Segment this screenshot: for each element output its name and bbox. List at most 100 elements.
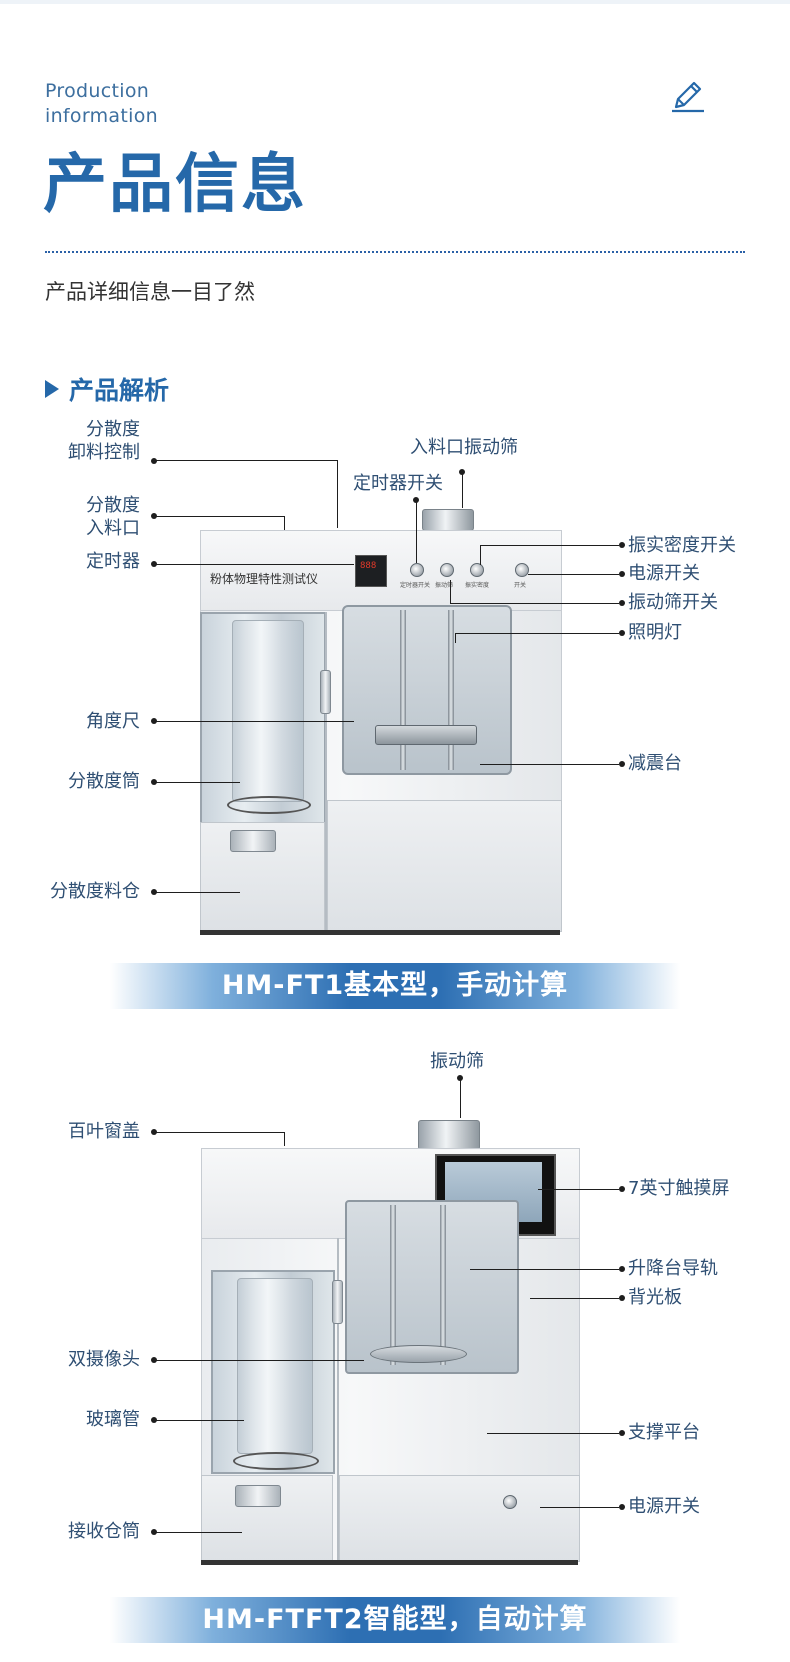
- machine2-rod-2: [440, 1205, 446, 1365]
- m2-line-camera: [154, 1360, 364, 1361]
- machine1-switch-label-2: 振动筛: [435, 582, 454, 589]
- machine1-drawer-handle: [230, 830, 276, 852]
- m1-line-tap-v: [480, 545, 481, 565]
- machine1-timer-display: [355, 555, 387, 587]
- m1-dot-damping: [619, 761, 625, 767]
- triangle-icon: [45, 380, 59, 398]
- machine2-top-sieve: [418, 1120, 480, 1150]
- machine2-banner: HM-FTFT2智能型，自动计算: [110, 1597, 680, 1643]
- m2-label-support-platform: 支撑平台: [628, 1422, 700, 1443]
- m1-line-discharge-v: [337, 460, 338, 528]
- m2-line-backlight: [530, 1298, 619, 1299]
- m1-label-dispersion-bin: 分散度料仓: [50, 881, 140, 902]
- m1-line-light-v: [455, 633, 456, 643]
- m1-label-dispersion-tube: 分散度筒: [68, 771, 140, 792]
- m1-line-discharge-h: [154, 460, 337, 461]
- machine2-support-platform: [370, 1345, 467, 1363]
- m1-line-tap-h: [480, 545, 619, 546]
- m1-line-sieve-v: [450, 580, 451, 603]
- m2-dot-screen: [619, 1186, 625, 1192]
- machine1-cylinder-base: [227, 796, 311, 814]
- m1-dot-sieve-switch: [619, 600, 625, 606]
- machine2-base: [201, 1560, 578, 1565]
- dotted-divider: [45, 251, 745, 253]
- m1-label-damping-table: 减震台: [628, 753, 682, 774]
- m1-line-light-h: [455, 633, 619, 634]
- machine1-illustration: 粉体物理特性测试仪 888 定时器开关 振动筛 振实密度 开关: [190, 500, 575, 940]
- m2-label-lift-rail: 升降台导轨: [628, 1258, 718, 1279]
- m2-dot-backlight: [619, 1295, 625, 1301]
- m2-line-rail: [470, 1269, 619, 1270]
- m2-line-louver-h: [154, 1132, 284, 1133]
- m1-label-angle-ruler: 角度尺: [86, 711, 140, 732]
- machine1-sieve-knob: [440, 563, 454, 577]
- m2-label-backlight: 背光板: [628, 1287, 682, 1308]
- m1-dot-tap: [619, 542, 625, 548]
- machine1-dispersion-cylinder: [232, 620, 304, 802]
- m2-line-sieve: [460, 1078, 461, 1118]
- m1-label-discharge: 分散度 卸料控制: [68, 418, 140, 464]
- section-heading: 产品解析: [45, 371, 169, 407]
- m1-line-timer-switch: [416, 500, 417, 563]
- m2-line-platform: [487, 1433, 619, 1434]
- m1-label-inlet-sieve: 入料口振动筛: [410, 437, 518, 458]
- english-heading-line1: Production: [45, 80, 150, 102]
- m2-label-dual-camera: 双摄像头: [68, 1349, 140, 1370]
- m1-line-angle: [154, 721, 354, 722]
- m1-dot-power: [619, 571, 625, 577]
- machine1-switch-label-1: 定时器开关: [400, 582, 431, 589]
- machine1-right-lower-panel: [327, 800, 562, 932]
- machine2-door-handle: [332, 1280, 343, 1324]
- machine1-damping-table: [375, 725, 477, 745]
- machine2-right-lower-panel: [339, 1475, 580, 1562]
- m2-label-sieve: 振动筛: [430, 1051, 484, 1072]
- m2-line-glass: [154, 1420, 244, 1421]
- m1-line-inlet-sieve: [462, 472, 463, 508]
- m1-label-inlet-line2: 入料口: [86, 518, 140, 539]
- m2-label-receiving-tube: 接收仓筒: [68, 1521, 140, 1542]
- machine1-switch-label-4: 开关: [514, 582, 527, 589]
- machine1-rod-2: [448, 610, 454, 770]
- machine1-base: [200, 930, 560, 935]
- m1-line-bin: [154, 892, 240, 893]
- m2-line-power: [540, 1507, 619, 1508]
- machine2-drawer-handle: [235, 1485, 281, 1507]
- m1-dot-light: [619, 630, 625, 636]
- english-heading-line2: information: [45, 105, 158, 127]
- machine1-divider: [325, 612, 327, 930]
- section-heading-text: 产品解析: [69, 376, 170, 405]
- m1-line-inlet-v: [284, 516, 285, 530]
- machine2-tube-base: [233, 1452, 319, 1470]
- m1-label-timer: 定时器: [86, 551, 140, 572]
- m1-line-inlet-h: [154, 516, 284, 517]
- machine2-illustration: [195, 1110, 585, 1570]
- m2-dot-power: [619, 1504, 625, 1510]
- pencil-icon: [668, 77, 706, 115]
- m1-label-light: 照明灯: [628, 622, 682, 643]
- top-border: [0, 0, 790, 4]
- m2-line-receiving: [154, 1532, 242, 1533]
- machine1-tap-knob: [470, 563, 484, 577]
- m2-label-power-switch: 电源开关: [628, 1496, 700, 1517]
- m1-label-inlet-line1: 分散度: [86, 495, 140, 516]
- m1-label-tap-density-switch: 振实密度开关: [628, 535, 736, 556]
- machine2-power-knob: [503, 1495, 517, 1509]
- machine1-switch-label-3: 振实密度: [465, 582, 490, 589]
- machine2-rod-1: [390, 1205, 396, 1365]
- m1-label-inlet: 分散度 入料口: [86, 494, 140, 540]
- m1-label-sieve-switch: 振动筛开关: [628, 592, 718, 613]
- page-subtitle: 产品详细信息一目了然: [45, 280, 255, 304]
- machine2-divider: [337, 1238, 339, 1560]
- machine1-top-sieve: [422, 509, 474, 531]
- m1-line-timer: [154, 564, 354, 565]
- m2-label-touch-screen: 7英寸触摸屏: [628, 1178, 730, 1199]
- machine1-right-window: [342, 605, 512, 775]
- machine1-timer-digits: 888: [360, 561, 377, 571]
- m1-label-discharge-line1: 分散度: [86, 419, 140, 440]
- m1-line-sieve-h: [450, 603, 619, 604]
- m1-dot-discharge: [151, 458, 157, 464]
- m2-label-louver: 百叶窗盖: [68, 1121, 140, 1142]
- m1-label-discharge-line2: 卸料控制: [68, 442, 140, 463]
- m2-dot-rail: [619, 1266, 625, 1272]
- machine1-rod-1: [400, 610, 406, 770]
